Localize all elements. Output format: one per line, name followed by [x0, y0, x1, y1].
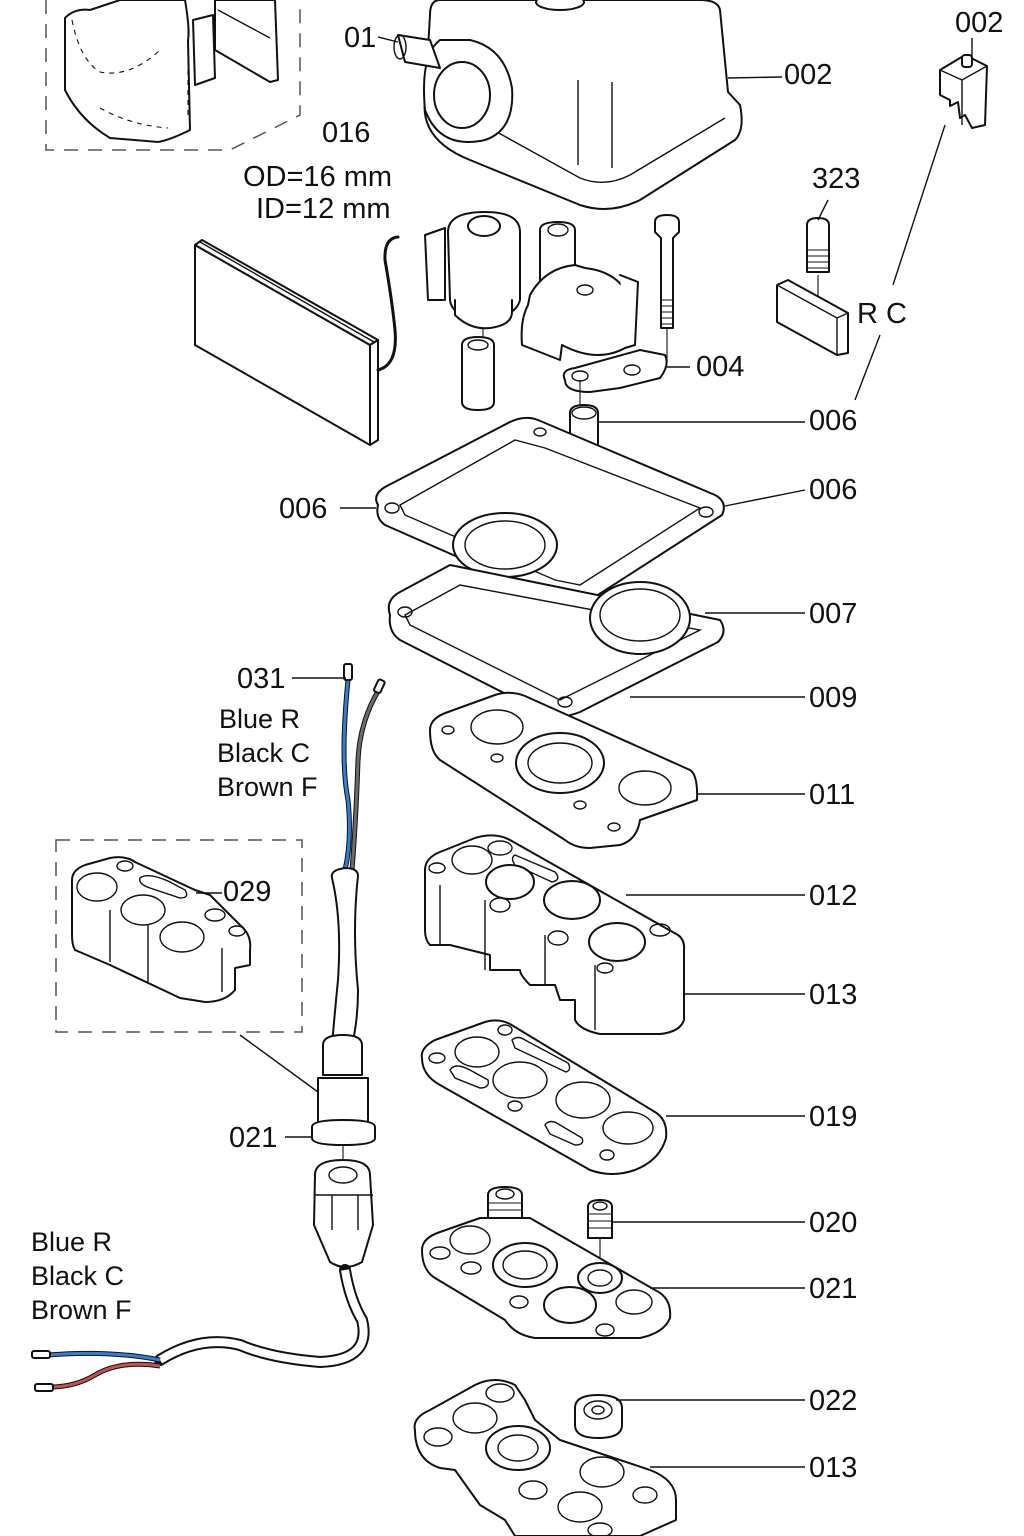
label-block-012: 012 [809, 880, 857, 912]
label-01: 01 [344, 22, 376, 54]
label-gasket-left-006: 006 [279, 493, 327, 525]
part-plate-019 [420, 1019, 668, 1175]
part-screw-323 [776, 217, 849, 356]
part-cover [393, 0, 743, 210]
label-id: ID=12 mm [256, 193, 391, 225]
part-valve-body [520, 214, 680, 408]
part-plate-011 [429, 691, 699, 849]
label-cable-031: 031 [237, 663, 285, 695]
wire-blue [342, 679, 351, 871]
label-clip-002: 002 [955, 7, 1003, 39]
legend-top-brown: Brown F [217, 772, 318, 802]
label-block-029: 029 [223, 876, 271, 908]
part-clip [939, 54, 988, 129]
label-screw-323: 323 [812, 163, 860, 195]
label-insert-020: 020 [809, 1207, 857, 1239]
legend-top-black: Black C [217, 738, 310, 768]
label-od: OD=16 mm [243, 161, 392, 193]
part-coil [424, 211, 521, 411]
wire-brown-end [49, 1362, 161, 1389]
label-cover-002: 002 [784, 59, 832, 91]
label-block-013: 013 [809, 979, 857, 1011]
part-gasket-006 [375, 416, 725, 606]
part-plate-021 [421, 1186, 672, 1339]
wire-legend-bottom: Blue R Black C Brown F [31, 1227, 132, 1325]
wire-legend-top: Blue R Black C Brown F [217, 704, 318, 802]
part-seal-plate-007 [387, 564, 725, 718]
legend-bottom-blue: Blue R [31, 1227, 112, 1257]
wire-blue-end [47, 1351, 161, 1362]
inset-pouch [45, 0, 301, 151]
label-plate-013: 013 [809, 1452, 857, 1484]
legend-bottom-black: Black C [31, 1261, 124, 1291]
label-washer-022: 022 [809, 1385, 857, 1417]
leader-lines [196, 36, 973, 1468]
part-cable-031 [31, 663, 386, 1392]
callout-labels: 01 002 002 016 OD=16 mm ID=12 mm 323 R C… [223, 7, 1003, 1484]
label-pin-006: 006 [809, 405, 857, 437]
label-plate-019: 019 [809, 1101, 857, 1133]
label-gasket-right-006: 006 [809, 474, 857, 506]
inset-block-029 [55, 839, 303, 1033]
label-plate-011: 011 [809, 779, 855, 811]
label-bracket-004: 004 [696, 351, 744, 383]
part-block-012 [424, 834, 686, 1035]
part-plate-013-bottom [413, 1379, 677, 1536]
legend-bottom-brown: Brown F [31, 1295, 132, 1325]
label-rc: R C [857, 298, 907, 330]
label-plate-021: 021 [809, 1273, 857, 1305]
part-foam-pad [194, 235, 400, 446]
label-plate-009: 009 [809, 682, 857, 714]
wire-black [350, 687, 382, 871]
label-grommet-021: 021 [229, 1122, 277, 1154]
label-seal-007: 007 [809, 598, 857, 630]
label-bag-016: 016 [322, 117, 370, 149]
legend-top-blue: Blue R [219, 704, 300, 734]
